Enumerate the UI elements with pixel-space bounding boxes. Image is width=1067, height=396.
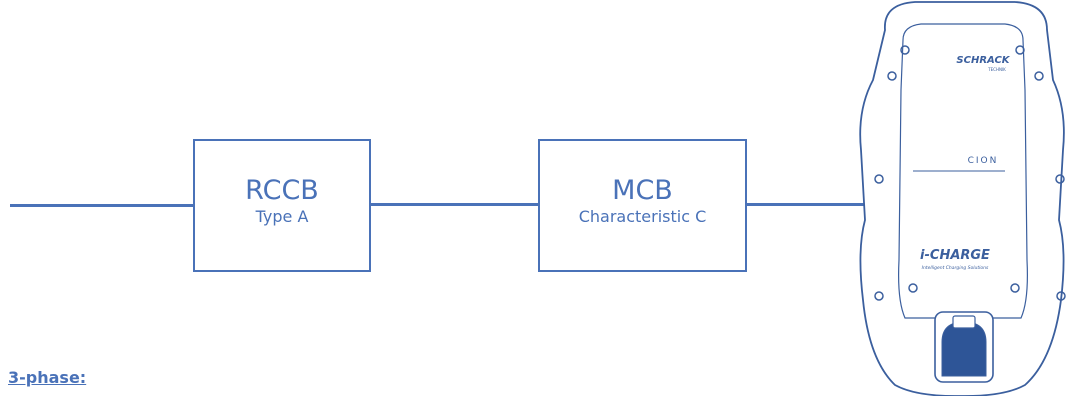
charger-screw bbox=[908, 283, 918, 293]
charger-screw bbox=[874, 291, 884, 301]
rccb-type: Type A bbox=[255, 207, 309, 226]
charger-screw bbox=[1055, 174, 1065, 184]
rccb-label: RCCB bbox=[245, 175, 319, 206]
wire-right bbox=[747, 203, 877, 206]
wire-middle bbox=[371, 203, 538, 206]
charger-inner-panel bbox=[898, 23, 1028, 319]
charger-brand-sub: TECHNIK bbox=[987, 67, 1006, 72]
charger-screw bbox=[874, 174, 884, 184]
phase-label: 3-phase: bbox=[8, 368, 87, 387]
charger-socket-latch bbox=[952, 315, 976, 329]
charger-screw bbox=[887, 71, 897, 81]
charger-body bbox=[859, 1, 1065, 396]
charger-screw bbox=[900, 45, 910, 55]
charger-model: CION bbox=[968, 156, 999, 166]
charger-socket bbox=[941, 321, 987, 377]
charger-screw bbox=[1056, 291, 1066, 301]
rccb-box: RCCB Type A bbox=[193, 139, 371, 272]
charger-brand: SCHRACK bbox=[956, 55, 1010, 66]
ev-charger-icon: SCHRACK TECHNIK CION i-CHARGE Intelligen… bbox=[859, 1, 1066, 396]
charger-screw bbox=[1010, 283, 1020, 293]
wire-left bbox=[10, 204, 193, 207]
charger-tagline: Intelligent Charging Solutions bbox=[922, 265, 989, 271]
mcb-characteristic: Characteristic C bbox=[578, 207, 707, 226]
mcb-label: MCB bbox=[612, 175, 673, 206]
charger-logo: i-CHARGE bbox=[920, 248, 990, 263]
charger-screw bbox=[1034, 71, 1044, 81]
charger-screw bbox=[1015, 45, 1025, 55]
mcb-box: MCB Characteristic C bbox=[538, 139, 747, 272]
